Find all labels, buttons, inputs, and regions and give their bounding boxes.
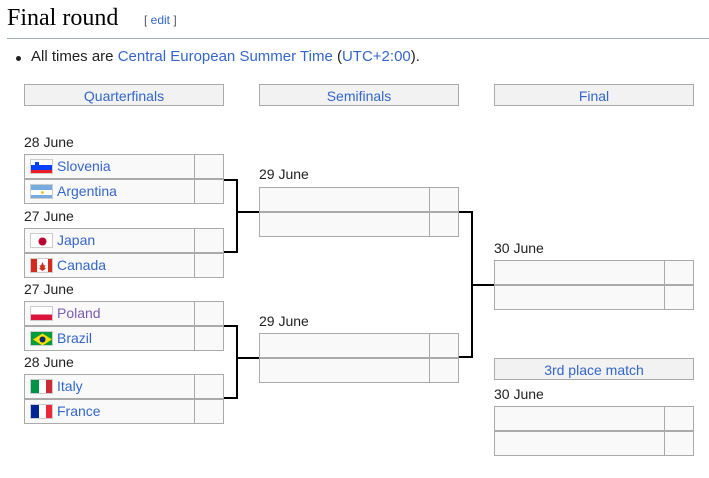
match-date: 29 June [259,313,309,329]
score-cell [429,333,459,358]
score-cell [429,358,459,383]
match-date: 27 June [24,281,74,297]
match-date: 28 June [24,354,74,370]
semifinals-link[interactable]: Semifinals [326,88,392,104]
italy-flag-icon [30,378,53,394]
round-header-third-place: 3rd place match [494,358,694,380]
bracket-line [224,325,238,327]
bracket-line [236,211,259,213]
score-cell [194,399,224,424]
bracket-line [459,211,473,213]
score-cell [429,187,459,212]
canada-flag-icon [30,257,53,273]
bracket-line [236,325,238,399]
match-date: 27 June [24,208,74,224]
team-link-slovenia[interactable]: Slovenia [57,158,111,174]
edit-link[interactable]: edit [150,13,171,27]
bracket-line [224,179,238,181]
match-date: 28 June [24,134,74,150]
match-date: 30 June [494,386,544,402]
bracket-line [236,357,259,359]
edit-section: [ edit ] [144,13,177,27]
brazil-flag-icon [30,330,53,346]
score-cell [664,260,694,285]
score-cell [664,431,694,456]
section-heading: Final round [ edit ] [7,2,709,39]
france-flag-icon [30,403,53,419]
score-cell [194,301,224,326]
round-header-final: Final [494,84,694,106]
score-cell [194,154,224,179]
score-cell [664,285,694,310]
round-header-semifinals: Semifinals [259,84,459,106]
bracket-line [471,284,494,286]
argentina-flag-icon [30,183,53,199]
team-link-argentina[interactable]: Argentina [57,183,117,199]
team-link-canada[interactable]: Canada [57,257,107,273]
team-link-france[interactable]: France [57,403,101,419]
final-link[interactable]: Final [578,88,610,104]
score-cell [194,326,224,351]
slovenia-flag-icon [30,158,53,174]
score-cell [194,228,224,253]
score-cell [194,374,224,399]
section-title: Final round [7,5,119,31]
team-link-italy[interactable]: Italy [57,378,83,394]
score-cell [194,179,224,204]
score-cell [664,406,694,431]
score-cell [429,212,459,237]
quarterfinals-link[interactable]: Quarterfinals [83,88,165,104]
team-link-japan[interactable]: Japan [57,232,96,248]
utc-link[interactable]: UTC+2:00 [341,48,411,65]
third-place-link[interactable]: 3rd place match [544,362,644,378]
round-header-quarterfinals: Quarterfinals [24,84,224,106]
bullet-icon [16,56,21,61]
match-date: 30 June [494,240,544,256]
poland-flag-icon [30,305,53,321]
bracket-line [224,397,238,399]
score-cell [194,253,224,278]
bracket-line [459,356,473,358]
match-date: 29 June [259,166,309,182]
team-link-brazil[interactable]: Brazil [57,330,93,346]
bracket-line [224,251,238,253]
bracket-line [236,179,238,253]
cest-link[interactable]: Central European Summer Time [117,48,333,65]
team-link-poland[interactable]: Poland [57,305,101,321]
japan-flag-icon [30,232,53,248]
